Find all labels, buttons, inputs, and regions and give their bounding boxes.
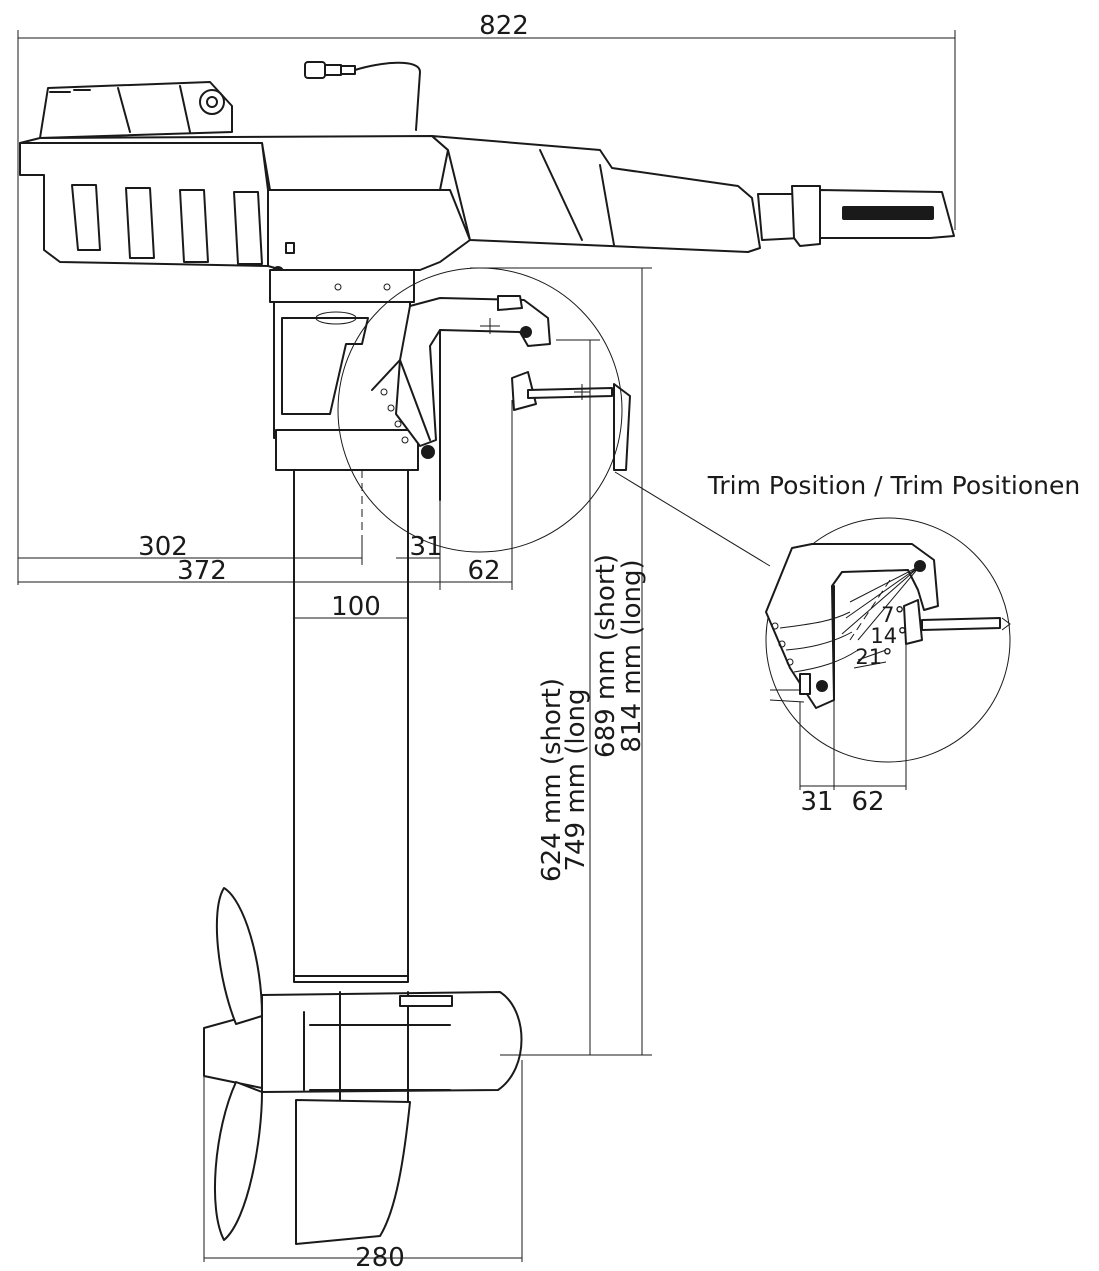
trim-inset-circle <box>765 517 1011 763</box>
trim-dim-depth: 62 <box>851 787 884 817</box>
control-knob <box>199 89 225 115</box>
clamp-bracket <box>371 295 631 501</box>
dim-clamp-offset: 31 <box>409 532 442 562</box>
propeller-blades <box>213 887 263 1241</box>
dim-head-reach: 372 <box>177 556 227 586</box>
trim-dim-offset: 31 <box>800 787 833 817</box>
mount-block <box>269 269 419 471</box>
dim-clamp-depth: 62 <box>467 556 500 586</box>
cable-connector <box>304 61 421 131</box>
trim-angle-14: 14° <box>870 624 907 648</box>
trim-inset-title: Trim Position / Trim Positionen <box>707 471 1080 500</box>
shaft <box>293 469 409 983</box>
dim-overall-length: 822 <box>479 11 529 41</box>
dim-shaft-length-short: 624 mm (short) <box>537 678 567 882</box>
dim-total-height-short: 689 mm (short) <box>591 554 621 758</box>
motor-head <box>19 61 955 278</box>
propeller-pod <box>203 887 523 1245</box>
trim-angle-7: 7° <box>881 603 905 627</box>
trim-position-inset: Trim Position / Trim Positionen <box>707 471 1080 817</box>
trim-angle-21: 21° <box>855 645 892 669</box>
dim-total-height-long: 814 mm (long) <box>617 559 647 752</box>
dimension-lines <box>17 30 956 1262</box>
dim-shaft-diameter: 100 <box>331 592 381 622</box>
tiller-grip <box>791 185 955 247</box>
vent-slots <box>71 184 263 265</box>
tiller-arm <box>431 135 955 253</box>
dim-tiller-reach: 302 <box>138 532 188 562</box>
dim-shaft-length-long: 749 mm (long <box>561 688 591 871</box>
detail-callout-circle <box>337 267 623 553</box>
dim-pod-length: 280 <box>355 1243 405 1271</box>
